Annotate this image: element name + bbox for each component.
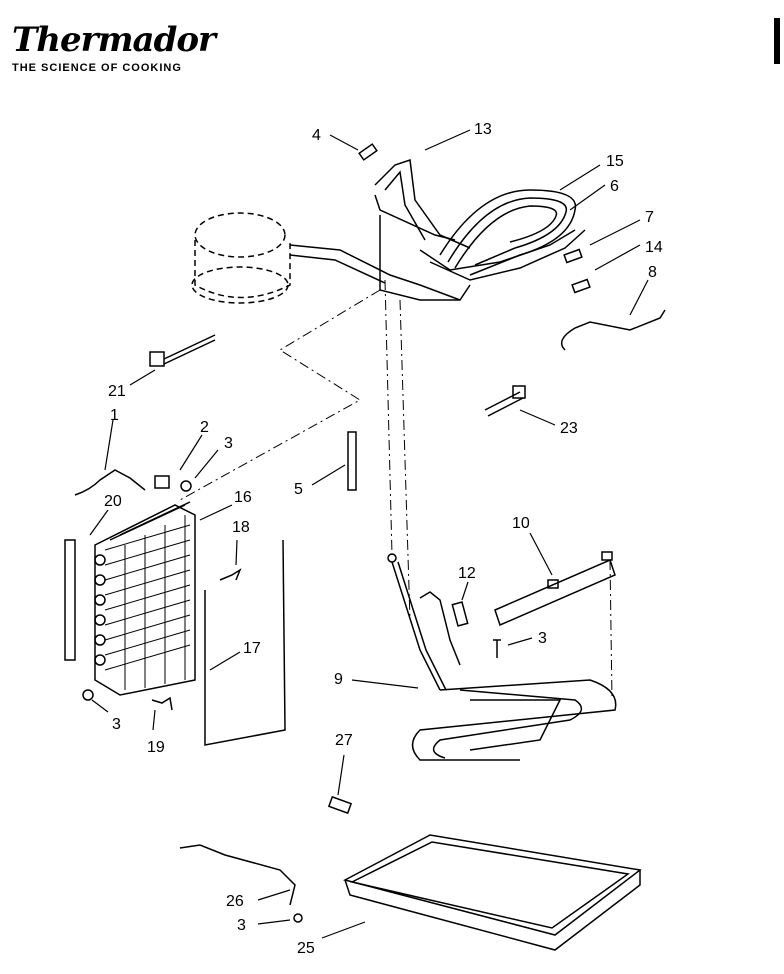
callout-3c: 3 [112, 716, 121, 733]
callout-9: 9 [334, 671, 343, 688]
callout-23: 23 [560, 420, 578, 437]
part-18-clip [219, 568, 242, 581]
part-2-clip [154, 475, 192, 492]
callout-27: 27 [335, 732, 353, 749]
callout-1: 1 [110, 407, 119, 424]
callout-14: 14 [645, 239, 663, 256]
refrigerant-tubing [289, 158, 586, 301]
callout-labels: 4 13 15 6 7 14 8 21 1 2 3 23 20 16 5 18 … [104, 121, 663, 957]
callout-8: 8 [648, 264, 657, 281]
callout-10: 10 [512, 515, 530, 532]
leader-lines [89, 129, 649, 939]
callout-16: 16 [234, 489, 252, 506]
part-3-screw-bottom [293, 913, 303, 923]
callout-3d: 3 [237, 917, 246, 934]
callout-18: 18 [232, 519, 250, 536]
part-17-heater [204, 539, 286, 746]
brand-tagline: THE SCIENCE OF COOKING [12, 62, 182, 74]
part-19-clip [151, 696, 173, 711]
callout-17: 17 [243, 640, 261, 657]
callout-21: 21 [108, 383, 126, 400]
part-9-drain-heater [387, 553, 617, 761]
loop-tube [439, 189, 577, 276]
callout-26: 26 [226, 893, 244, 910]
part-26-bracket [179, 844, 296, 906]
part-5-rod [347, 431, 357, 491]
condenser-coil [94, 501, 196, 696]
part-3-screw-condenser [82, 689, 94, 701]
small-fittings [358, 143, 591, 294]
part-8-tube [560, 309, 666, 351]
callout-7: 7 [645, 209, 654, 226]
callout-20: 20 [104, 493, 122, 510]
part-20-bracket [64, 539, 76, 661]
callout-13: 13 [474, 121, 492, 138]
part-25-drain-tray [342, 834, 642, 951]
brand-name: Thermador [12, 20, 216, 60]
brand-logo: Thermador THE SCIENCE OF COOKING [12, 20, 216, 74]
part-23 [484, 385, 526, 417]
part-27-grommet [327, 795, 353, 815]
callout-2: 2 [200, 419, 209, 436]
reference-lines [179, 279, 613, 701]
callout-3b: 3 [538, 630, 547, 647]
callout-5: 5 [294, 481, 303, 498]
callout-4: 4 [312, 127, 321, 144]
part-10-bracket [494, 551, 616, 627]
callout-19: 19 [147, 739, 165, 756]
edge-mark [774, 18, 780, 64]
compressor-outline [191, 212, 291, 304]
callout-3a: 3 [224, 435, 233, 452]
callout-25: 25 [297, 940, 315, 957]
callout-15: 15 [606, 153, 624, 170]
part-3-screw-bracket [493, 639, 501, 658]
part-12-sleeve [451, 601, 469, 627]
callout-6: 6 [610, 178, 619, 195]
part-21-fastener [149, 334, 216, 367]
callout-12: 12 [458, 565, 476, 582]
part-1-cord [74, 469, 146, 496]
